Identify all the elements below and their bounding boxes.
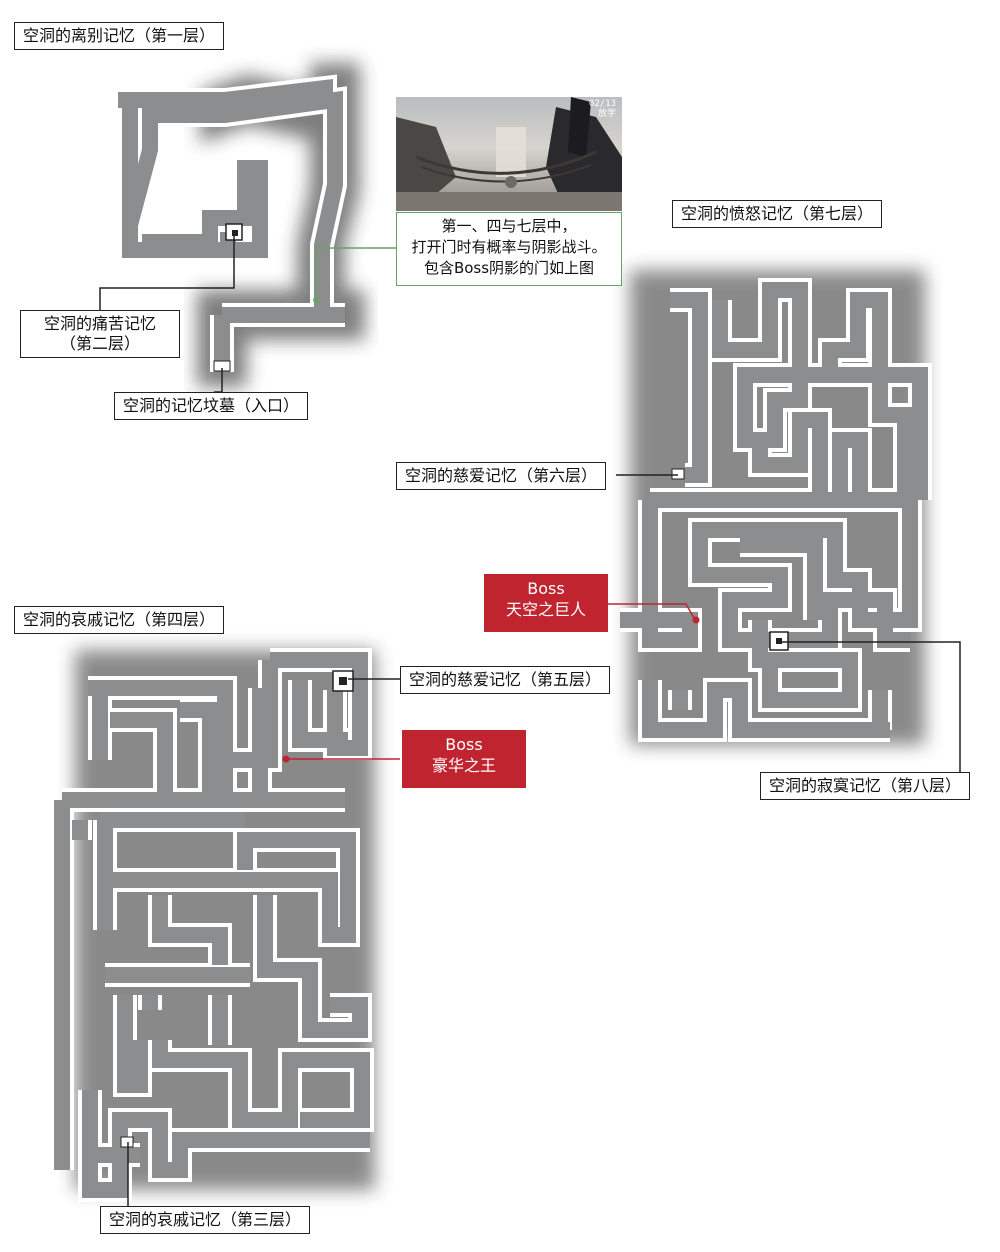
floor5-label: 空洞的慈爱记忆（第五层） <box>400 666 611 694</box>
boss-marker-sky-giant <box>692 616 700 624</box>
boss-marker-luxury-king <box>282 755 290 763</box>
boss-label-sky-giant: Boss 天空之巨人 <box>484 574 608 632</box>
note-line2: 打开门时有概率与阴影战斗。 <box>411 238 607 256</box>
entrance-label: 空洞的记忆坟墓（入口） <box>114 392 309 420</box>
boss-luxury-king-line2: 豪华之王 <box>431 756 496 775</box>
note-marker <box>313 297 319 303</box>
boss-leader-lines <box>286 603 695 760</box>
note-line3: 包含Boss阴影的门如上图 <box>423 259 595 277</box>
note-line1: 第一、四与七层中， <box>441 217 577 235</box>
floor2-label: 空洞的痛苦记忆 （第二层） <box>20 310 180 358</box>
shadow-battle-note: 第一、四与七层中， 打开门时有概率与阴影战斗。 包含Boss阴影的门如上图 <box>396 212 622 286</box>
boss-door-scene <box>396 97 622 211</box>
boss-sky-giant-line1: Boss <box>527 579 565 598</box>
floor2-label-line1: 空洞的痛苦记忆 <box>43 314 156 333</box>
hud-time: 放学 <box>597 109 616 119</box>
leader-lines <box>99 232 961 1206</box>
map-floor4 <box>50 648 375 1202</box>
boss-luxury-king-line1: Boss <box>445 735 483 754</box>
map-floor7 <box>620 270 932 745</box>
floor2-label-line2: （第二层） <box>59 334 140 353</box>
floor6-label: 空洞的慈爱记忆（第六层） <box>396 462 607 490</box>
floor4-title: 空洞的哀戚记忆（第四层） <box>14 606 225 634</box>
boss-sky-giant-line2: 天空之巨人 <box>505 600 586 619</box>
screenshot-hud: 02/13 放学 <box>589 99 616 119</box>
boss-label-luxury-king: Boss 豪华之王 <box>402 730 526 788</box>
boss-door-screenshot: 02/13 放学 <box>396 97 622 211</box>
floor7-title: 空洞的愤怒记忆（第七层） <box>672 200 883 228</box>
floor8-label: 空洞的寂寞记忆（第八层） <box>760 772 971 800</box>
leader-line-note <box>315 247 396 300</box>
floor3-label: 空洞的哀戚记忆（第三层） <box>100 1206 311 1234</box>
hud-date: 02/13 <box>588 99 616 109</box>
floor1-title: 空洞的离别记忆（第一层） <box>14 22 225 50</box>
